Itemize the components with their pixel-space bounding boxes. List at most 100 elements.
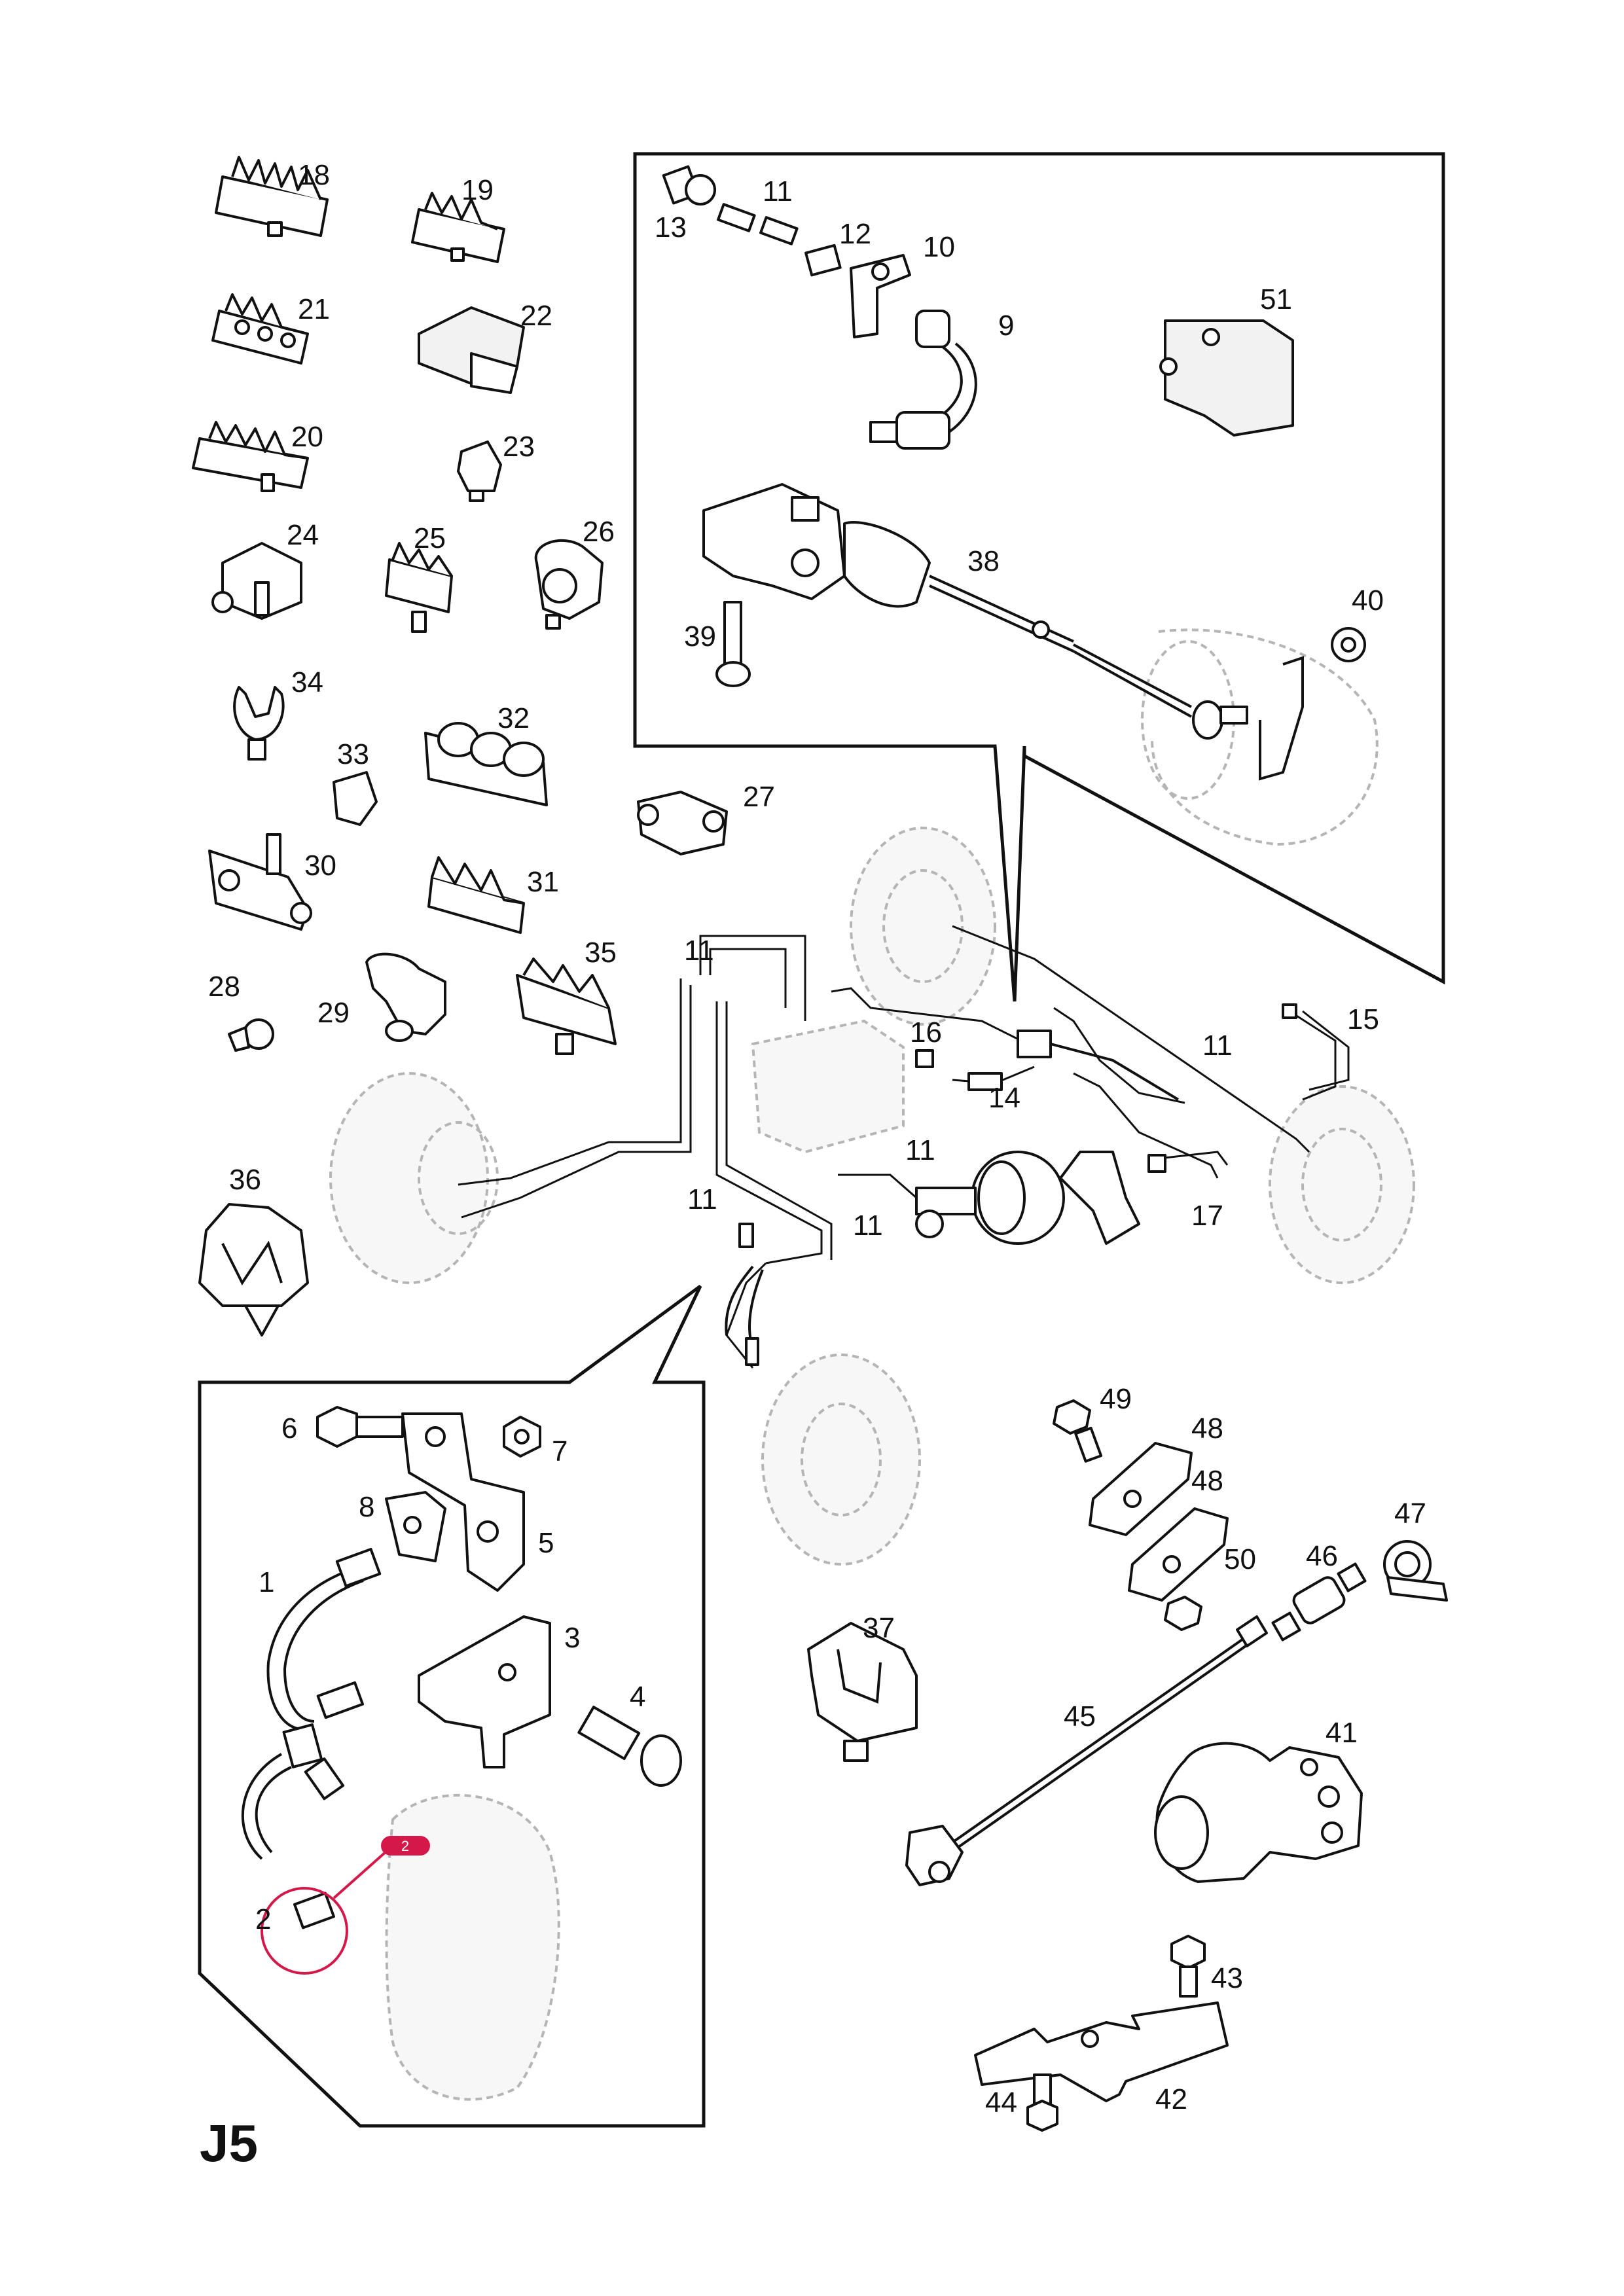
part-label-34: 34	[291, 666, 323, 698]
brake-pipe-network	[458, 925, 1350, 1369]
part-label-42: 42	[1155, 2083, 1187, 2115]
part-label-33: 33	[337, 738, 369, 770]
bolt-6	[316, 1406, 404, 1448]
clip-19	[411, 192, 505, 263]
clip-26	[534, 539, 604, 630]
part-label-48-b: 48	[1191, 1465, 1223, 1497]
highlight-marker[interactable]	[381, 1836, 430, 1856]
part-label-44: 44	[985, 2087, 1017, 2119]
pipe-15	[1282, 1003, 1337, 1101]
part-label-27: 27	[743, 781, 775, 813]
fitting-16	[915, 1049, 934, 1068]
clip-8	[385, 1491, 446, 1562]
part-label-5: 5	[538, 1527, 554, 1559]
fitting-14	[967, 1072, 1003, 1091]
part-label-30: 30	[304, 850, 336, 882]
bolt-44	[1026, 2073, 1058, 2132]
brake-booster	[915, 1151, 1140, 1245]
clip-27	[637, 791, 728, 855]
bolt-39	[715, 601, 751, 687]
nut-50	[1164, 1596, 1202, 1631]
clip-18	[215, 156, 329, 237]
rear-valve-linkage	[1017, 1030, 1180, 1101]
bracket-51	[1159, 319, 1294, 437]
part-label-36: 36	[229, 1164, 261, 1196]
part-number-labels: 18 19 21 22 20 23 24 25 26 34 33 32 27 3…	[208, 159, 1426, 2119]
part-label-24: 24	[287, 519, 319, 551]
clip-22	[418, 306, 525, 394]
modulator-41	[1154, 1742, 1363, 1883]
valve-38	[702, 483, 1248, 740]
part-label-21: 21	[298, 293, 330, 325]
part-label-20: 20	[291, 421, 323, 453]
clip-32	[424, 722, 548, 806]
part-label-39: 39	[684, 620, 716, 653]
clip-35	[516, 958, 617, 1055]
part-label-43: 43	[1211, 1962, 1243, 1994]
part-label-32: 32	[497, 702, 530, 734]
clip-23	[457, 440, 502, 502]
bolt-43	[1170, 1935, 1206, 1998]
fitting-46	[1271, 1562, 1367, 1641]
nut-12	[804, 243, 842, 277]
part-label-45: 45	[1064, 1700, 1096, 1732]
part-label-22: 22	[520, 300, 552, 332]
part-label-31: 31	[527, 866, 559, 898]
part-label-11-d: 11	[687, 1183, 717, 1215]
bracket-10	[850, 254, 911, 338]
clip-28	[228, 1018, 274, 1052]
clip-21	[211, 293, 309, 365]
clamp-47	[1383, 1540, 1448, 1602]
part-label-46: 46	[1306, 1540, 1338, 1572]
nut-40	[1331, 627, 1366, 662]
part-label-35: 35	[585, 937, 617, 969]
part-label-19: 19	[461, 174, 494, 206]
part-label-15: 15	[1347, 1003, 1379, 1035]
part-label-23: 23	[503, 431, 535, 463]
sensor-cable-45	[905, 1615, 1268, 1886]
pipe-11-inset	[717, 203, 799, 245]
fitting-2	[293, 1892, 335, 1929]
vehicle-ghost-outline	[329, 628, 1415, 2101]
part-label-40: 40	[1352, 584, 1384, 617]
part-label-9: 9	[998, 310, 1014, 342]
bolt-49	[1053, 1399, 1103, 1463]
part-label-13: 13	[655, 211, 687, 243]
part-label-8: 8	[359, 1491, 374, 1523]
hose-9	[869, 310, 977, 450]
part-label-25: 25	[414, 522, 446, 554]
bolt-4	[577, 1706, 682, 1787]
clip-20	[192, 421, 309, 492]
part-label-29: 29	[317, 997, 350, 1029]
part-label-41: 41	[1326, 1717, 1358, 1749]
bracket-48a	[1089, 1442, 1193, 1536]
part-label-11-c: 11	[905, 1134, 935, 1166]
clip-24	[211, 542, 302, 620]
part-label-10: 10	[923, 231, 955, 263]
part-label-14: 14	[988, 1082, 1020, 1114]
part-label-16: 16	[910, 1016, 942, 1049]
part-label-51: 51	[1260, 283, 1292, 315]
clip-30	[208, 833, 312, 931]
clip-34	[233, 686, 285, 761]
bracket-48b	[1128, 1507, 1229, 1602]
clip-25	[385, 542, 453, 633]
clip-29	[365, 952, 446, 1042]
front-hose-assembly	[725, 1223, 764, 1366]
bracket-3	[418, 1615, 551, 1768]
part-label-11-inset: 11	[763, 175, 793, 207]
clip-31	[427, 856, 525, 934]
clip-36	[198, 1203, 309, 1336]
part-label-49: 49	[1100, 1383, 1132, 1415]
part-label-11-a: 11	[684, 935, 714, 967]
part-label-18: 18	[298, 159, 330, 191]
part-label-37: 37	[863, 1612, 895, 1644]
nut-7	[503, 1416, 541, 1458]
part-label-12: 12	[839, 218, 871, 250]
part-label-1: 1	[259, 1566, 274, 1598]
bolt-13	[662, 165, 716, 206]
part-label-50: 50	[1224, 1543, 1256, 1575]
highlight-marker-label: 2	[401, 1838, 409, 1854]
clip-33	[333, 771, 378, 826]
